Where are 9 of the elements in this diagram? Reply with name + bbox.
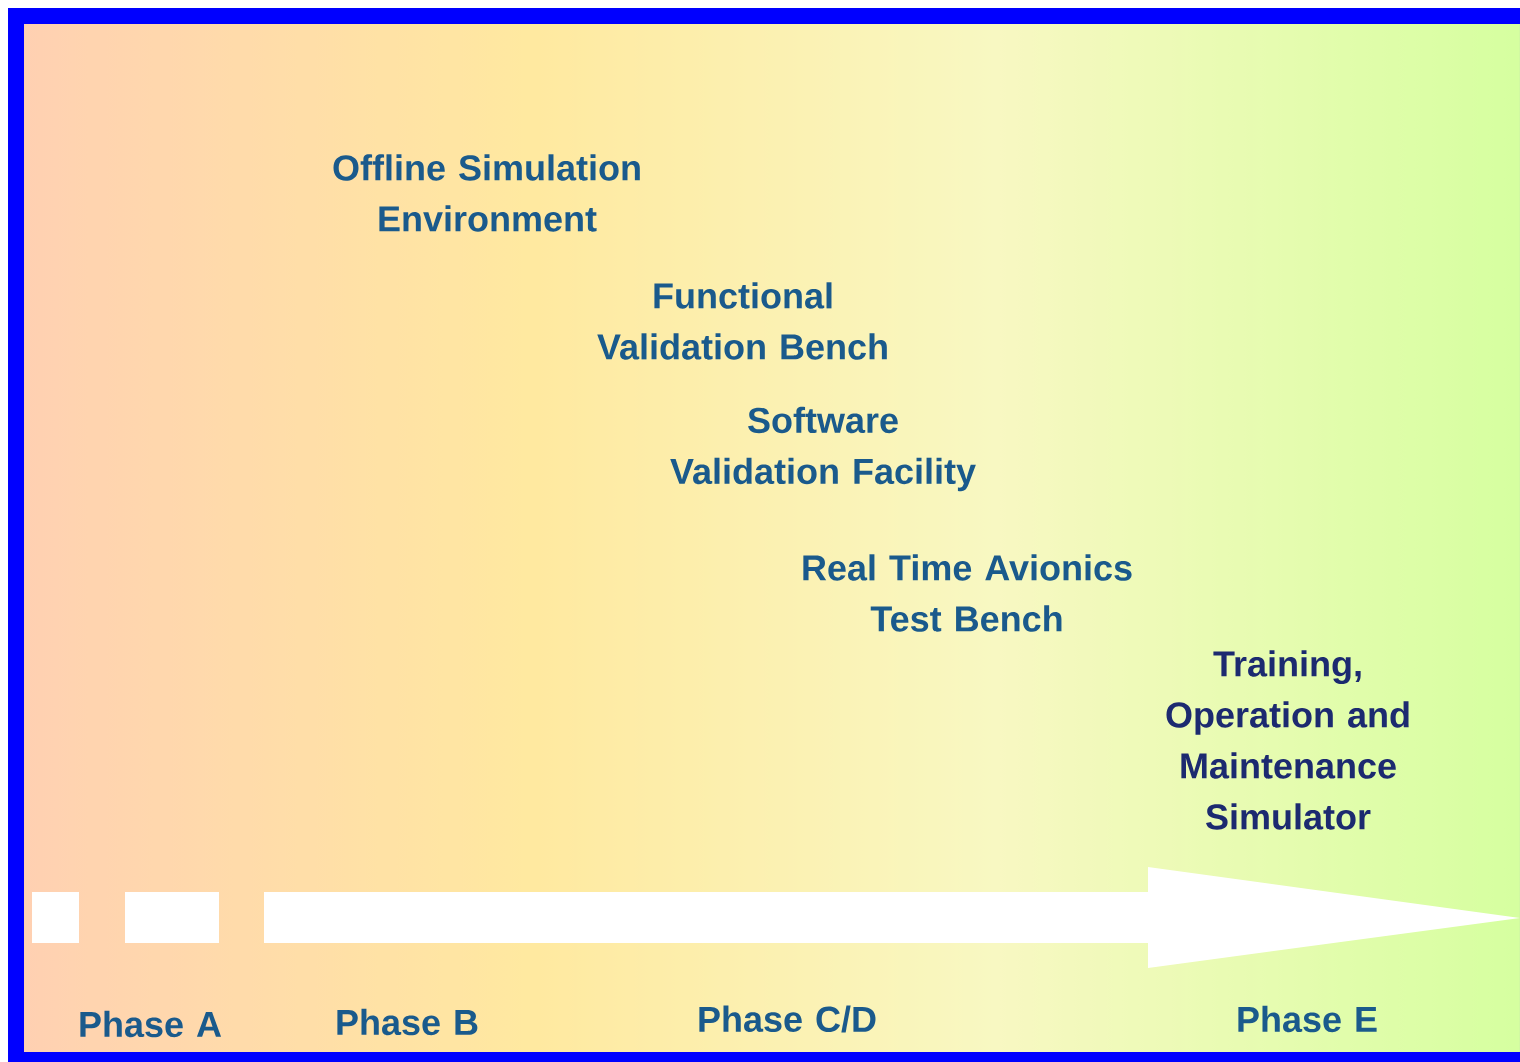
stage-label: Functional Validation Bench (597, 282, 887, 360)
phase-label: Phase C/D (699, 1005, 876, 1033)
stage-label: Real Time Avionics Test Bench (803, 554, 1132, 632)
stage-label: Offline Simulation Environment (333, 154, 640, 232)
phase-label: Phase E (1238, 1005, 1377, 1033)
stage-label: Training, Operation and Maintenance Simulator (1166, 650, 1409, 830)
phase-label: Phase B (337, 1008, 478, 1036)
stage-label: Software Validation Facility (670, 406, 976, 492)
phase-label: Phase A (80, 1010, 222, 1038)
